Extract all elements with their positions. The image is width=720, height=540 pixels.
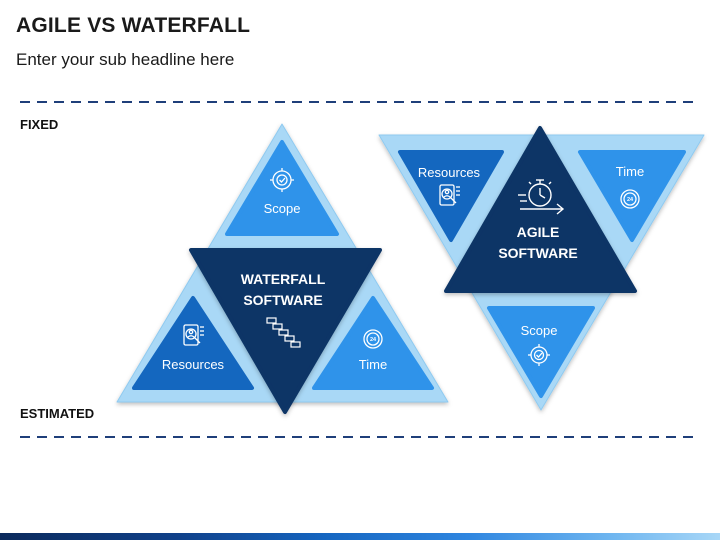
target-checkmark-icon (528, 344, 550, 366)
agile-resources-segment[interactable]: Resources (398, 150, 504, 242)
agile-software-center[interactable]: AGILE SOFTWARE (444, 126, 637, 293)
waterfall-group: Scope Resources 24 Time (116, 123, 449, 414)
clock-24-icon: 24 (363, 329, 383, 349)
waterfall-title-line1: WATERFALL (241, 271, 326, 287)
clock-arrow-icon (518, 179, 565, 215)
waterfall-time-segment[interactable]: 24 Time (312, 296, 434, 390)
clock-24-icon: 24 (620, 189, 640, 209)
waterfall-scope-segment[interactable]: Scope (225, 140, 339, 236)
svg-text:24: 24 (627, 197, 634, 203)
agile-scope-label: Scope (521, 323, 558, 338)
agile-time-label: Time (616, 164, 644, 179)
agile-title-line2: SOFTWARE (498, 245, 577, 261)
agile-scope-segment[interactable]: Scope (487, 306, 595, 398)
target-checkmark-icon (270, 168, 294, 192)
waterfall-resources-label: Resources (162, 357, 225, 372)
waterfall-scope-label: Scope (264, 201, 301, 216)
person-magnifier-icon (439, 184, 460, 206)
agile-group: Resources Time 24 Scope (378, 126, 705, 411)
page-subtitle: Enter your sub headline here (16, 50, 235, 69)
agile-time-segment[interactable]: Time 24 (578, 150, 686, 242)
agile-title-line1: AGILE (517, 224, 560, 240)
waterfall-software-center[interactable]: WATERFALL SOFTWARE (189, 248, 382, 414)
waterfall-time-label: Time (359, 357, 387, 372)
person-magnifier-icon (183, 324, 204, 346)
estimated-label: ESTIMATED (20, 406, 95, 421)
fixed-label: FIXED (20, 117, 59, 132)
page-title: AGILE VS WATERFALL (16, 14, 251, 37)
staircase-icon (266, 317, 301, 348)
agile-resources-label: Resources (418, 165, 481, 180)
waterfall-resources-segment[interactable]: Resources (132, 296, 254, 390)
bottom-accent-bar (0, 533, 720, 540)
svg-text:24: 24 (370, 337, 377, 343)
waterfall-title-line2: SOFTWARE (243, 292, 322, 308)
